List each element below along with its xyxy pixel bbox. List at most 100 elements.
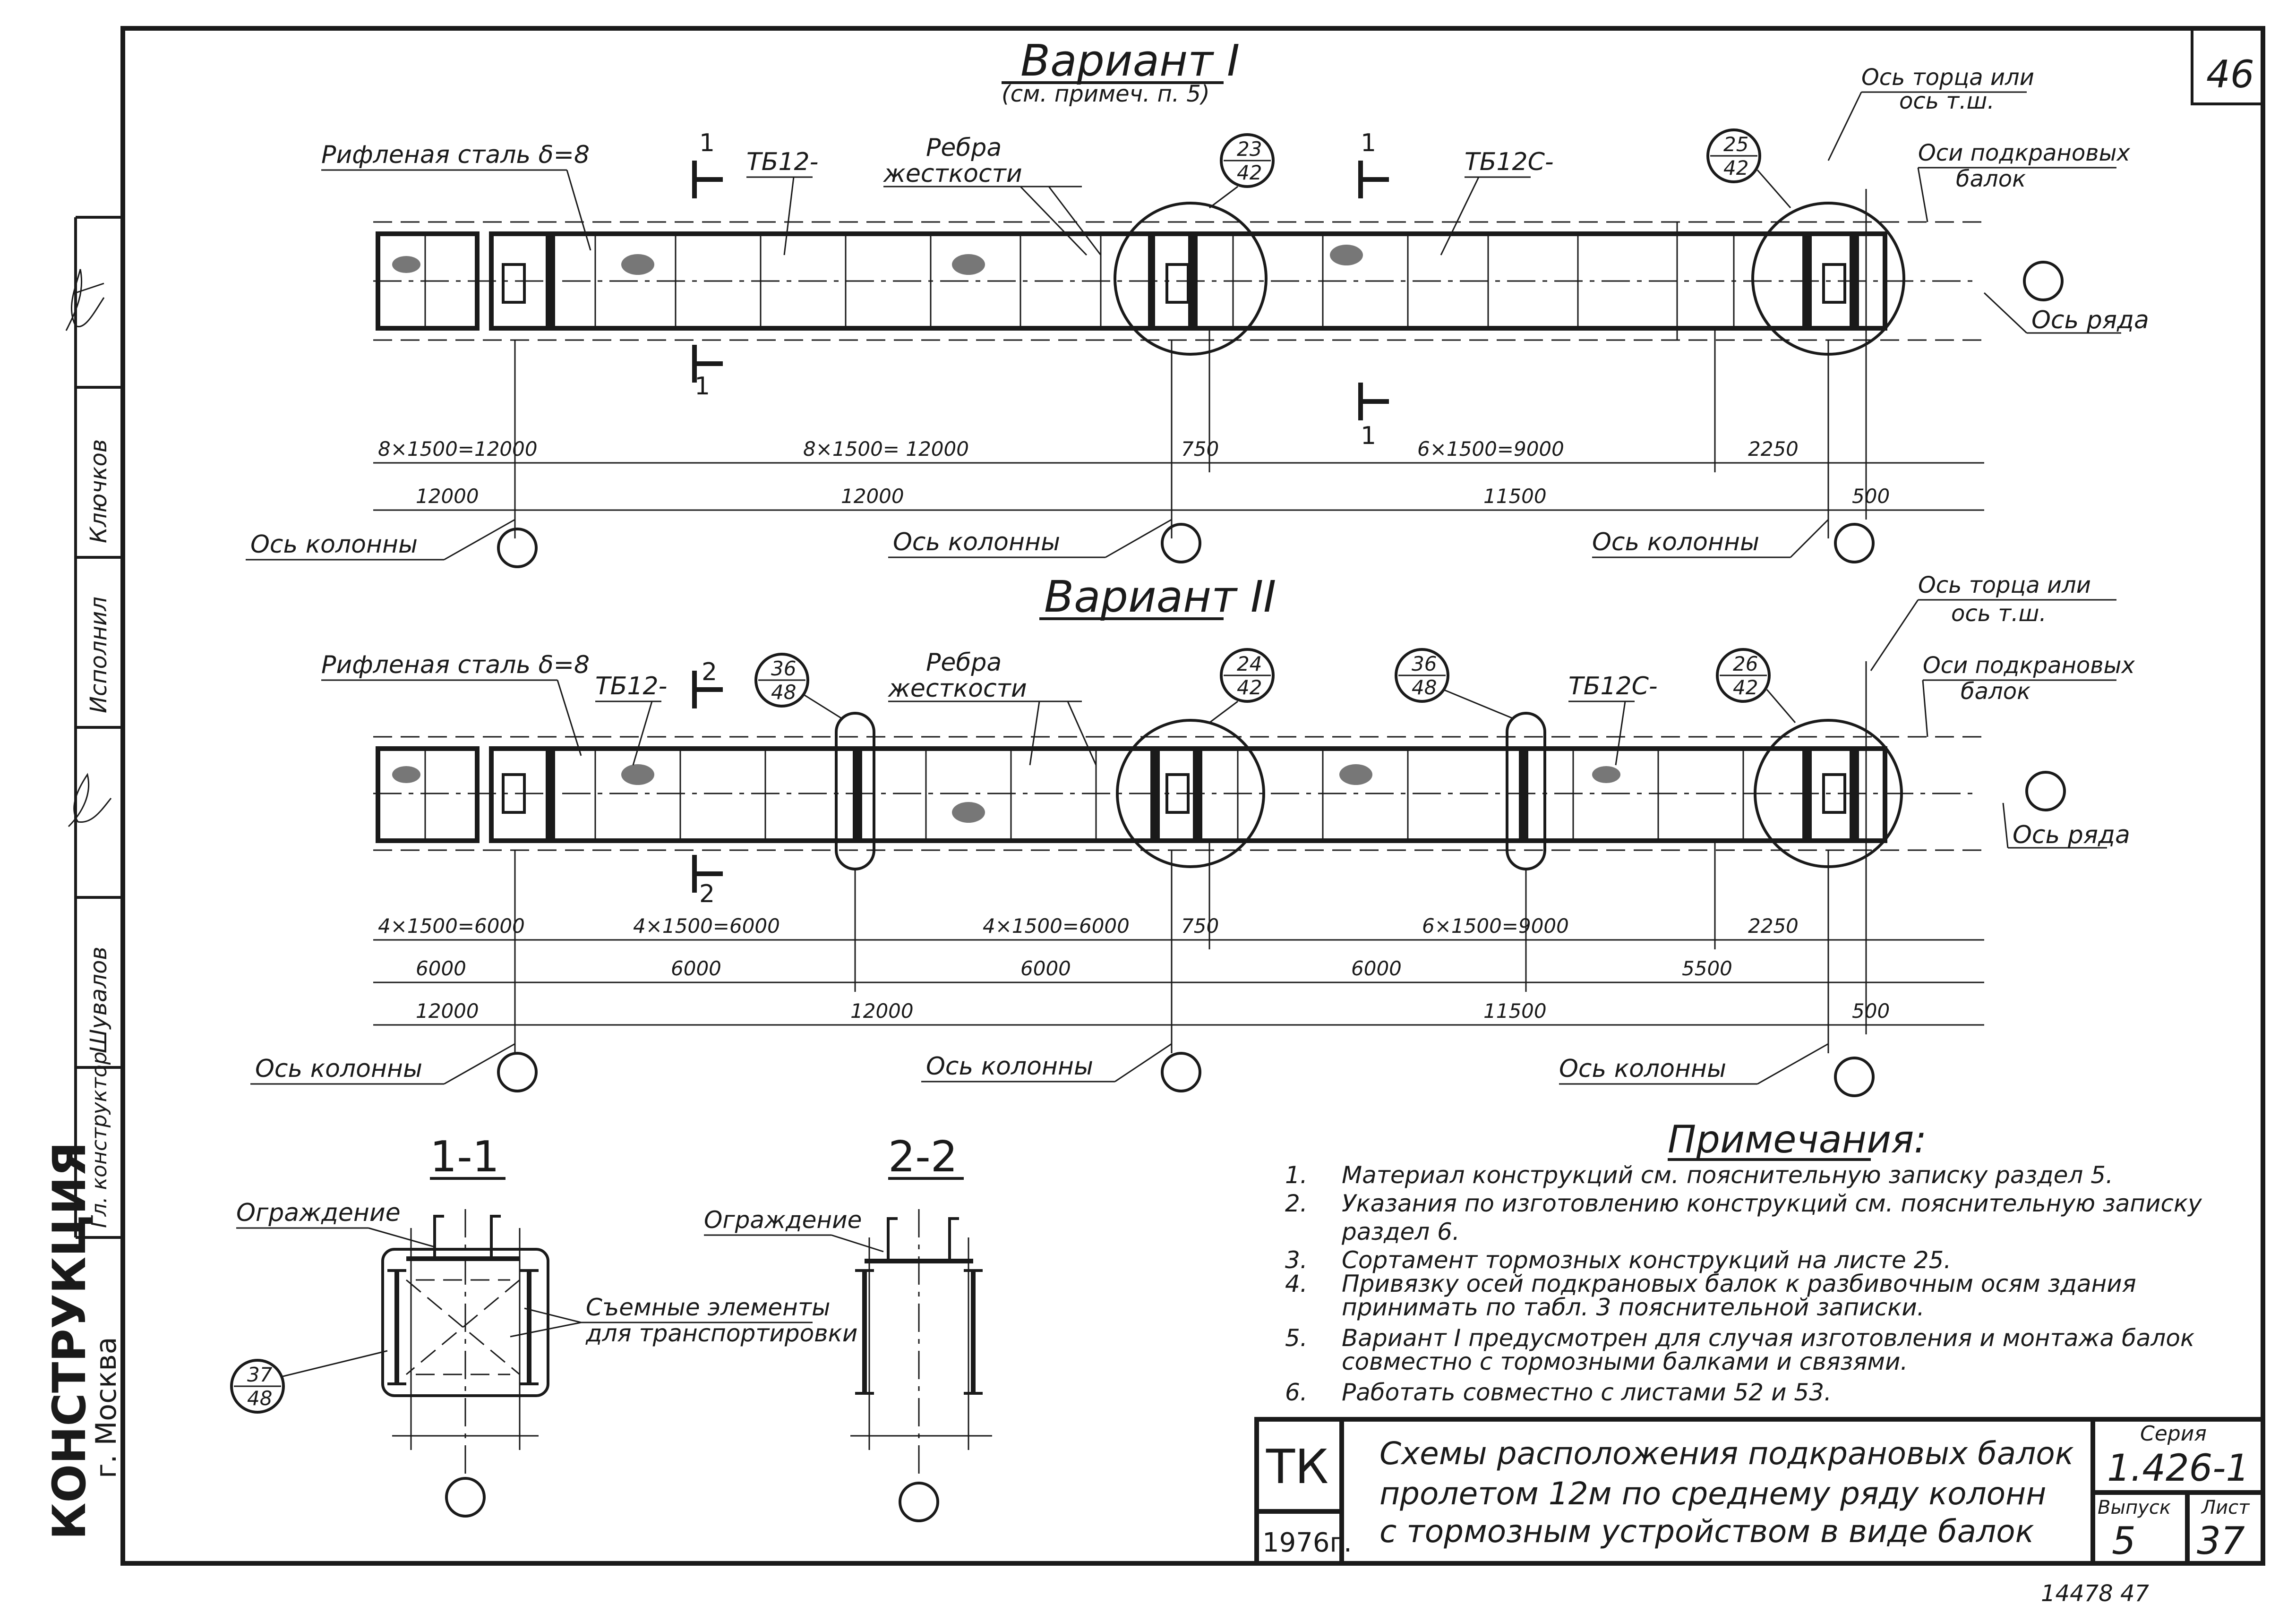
note-1-line-1: Материал конструкций см. пояснительную з… xyxy=(1342,1161,2113,1189)
stamp-name-4: Гл. конструктор xyxy=(87,1051,111,1228)
title-line-2: пролетом 12м по среднему ряду колонн xyxy=(1379,1476,2046,1512)
note-5-num: 5. xyxy=(1285,1324,1308,1352)
v1-beam-a-label: ТБ12- xyxy=(746,148,818,176)
bottom-archive-number: 14478 47 xyxy=(2041,1580,2149,1607)
note-3-line-1: Сортамент тормозных конструкций на листе… xyxy=(1342,1246,1951,1274)
v2-callout-3-bottom: 48 xyxy=(1412,676,1437,699)
v2-beam-b-label: ТБ12С- xyxy=(1568,672,1658,700)
v2-dimension-lines: 4×1500=6000 4×1500=6000 4×1500=6000 750 … xyxy=(373,661,1984,1053)
v2-beam-a-label: ТБ12- xyxy=(595,672,667,700)
section-2-2-fence-label: Ограждение xyxy=(704,1206,862,1234)
title-year: 1976г. xyxy=(1262,1527,1352,1558)
v2-callout-2: 24 42 xyxy=(1209,648,1275,724)
v1-stiffeners-2: жесткости xyxy=(883,160,1022,188)
v2-callout-4-bottom: 42 xyxy=(1733,676,1758,699)
v2-dim-1-2: 4×1500=6000 xyxy=(633,914,780,938)
v1-dimension-lines: 8×1500=12000 8×1500= 12000 750 6×1500=90… xyxy=(373,189,1984,538)
v2-callout-3-top: 36 xyxy=(1412,652,1437,675)
v2-dim-1-1: 4×1500=6000 xyxy=(378,914,525,938)
section-1-1-fence-label: Ограждение xyxy=(236,1199,401,1227)
v2-dim-2-1: 6000 xyxy=(416,957,466,980)
note-2-num: 2. xyxy=(1285,1190,1308,1217)
v1-column-axes xyxy=(246,519,1875,568)
v1-col-axis-3: Ось колонны xyxy=(1592,528,1759,556)
note-5-line-2: совместно с тормозными балками и связями… xyxy=(1342,1348,1908,1375)
v1-sec-mark-3: 1 xyxy=(1361,129,1376,157)
stamp-name-2: Исполнил xyxy=(86,597,112,713)
v2-callout-2-top: 24 xyxy=(1237,652,1262,675)
section-callout-bottom: 48 xyxy=(247,1387,272,1410)
note-3-num: 3. xyxy=(1285,1246,1308,1274)
v2-column-axes xyxy=(250,1043,1875,1097)
v1-crane-axes-1: Оси подкрановых xyxy=(1918,140,2130,166)
v1-row-axis: Ось ряда xyxy=(2031,306,2149,334)
v2-dim-3-3: 11500 xyxy=(1483,999,1547,1023)
note-1-num: 1. xyxy=(1285,1161,1308,1189)
stamp-org: КОНСТРУКЦИЯ xyxy=(43,1142,96,1540)
variant2-title-text: Вариант II xyxy=(1044,571,1276,622)
note-6-num: 6. xyxy=(1285,1379,1308,1406)
section-1-1-callout: 37 48 xyxy=(230,1350,388,1414)
v2-col-axis-1: Ось колонны xyxy=(255,1055,422,1083)
v1-end-axis-1: Ось торца или xyxy=(1861,64,2034,91)
v1-dim-1-2: 8×1500= 12000 xyxy=(803,437,969,461)
sheet-number-corner: 46 xyxy=(2206,52,2254,96)
section-2-2-drawing xyxy=(850,1209,992,1522)
issue-value: 5 xyxy=(2112,1519,2136,1563)
v1-callout-2-top: 25 xyxy=(1723,133,1748,156)
v2-crane-axes-2: балок xyxy=(1961,678,2030,705)
variant1-title-text: Вариант I xyxy=(1020,35,1240,86)
v1-stiffeners-1: Ребра xyxy=(926,134,1002,162)
signature-2 xyxy=(68,773,112,827)
v2-callout-1: 36 48 xyxy=(754,653,841,719)
v2-dim-2-5: 5500 xyxy=(1682,957,1732,980)
v1-sec-mark-4: 1 xyxy=(1361,422,1376,450)
variant2-beam-plan xyxy=(373,671,2066,893)
v2-callout-4-top: 26 xyxy=(1733,652,1758,675)
v1-dim-1-5: 2250 xyxy=(1748,437,1799,461)
v2-sec-mark-2: 2 xyxy=(699,880,715,908)
v2-dim-1-5: 6×1500=9000 xyxy=(1422,914,1569,938)
v2-callout-1-top: 36 xyxy=(771,657,796,680)
v2-row-axis: Ось ряда xyxy=(2013,821,2130,849)
title-line-1: Схемы расположения подкрановых балок xyxy=(1379,1435,2074,1472)
signature-1 xyxy=(65,269,105,331)
v2-dim-2-4: 6000 xyxy=(1351,957,1402,980)
v2-stiffeners-2: жесткости xyxy=(888,674,1027,703)
note-2-line-1: Указания по изготовлению конструкций см.… xyxy=(1342,1190,2202,1217)
issue-label: Выпуск xyxy=(2098,1497,2171,1518)
variant1-beam-plan xyxy=(373,161,2064,420)
v2-callout-1-bottom: 48 xyxy=(771,681,796,704)
v1-dim-1-4: 6×1500=9000 xyxy=(1417,437,1564,461)
series-value: 1.426-1 xyxy=(2107,1447,2249,1490)
v2-dim-3-4: 500 xyxy=(1852,999,1890,1023)
v1-dim-2-3: 11500 xyxy=(1483,485,1547,508)
v2-dim-1-6: 2250 xyxy=(1748,914,1799,938)
sheet-number-box xyxy=(2191,27,2264,105)
v2-crane-axes-1: Оси подкрановых xyxy=(1923,652,2135,679)
section-2-2-title: 2-2 xyxy=(888,1132,958,1182)
v2-stiffeners-1: Ребра xyxy=(926,648,1002,677)
v2-dim-2-3: 6000 xyxy=(1020,957,1071,980)
v2-end-axis-2: ось т.ш. xyxy=(1951,600,2047,627)
section-1-1-drawing xyxy=(381,1209,549,1518)
note-6-line-1: Работать совместно с листами 52 и 53. xyxy=(1342,1379,1832,1406)
v2-callout-2-bottom: 42 xyxy=(1237,676,1262,699)
v1-callout-2: 25 42 xyxy=(1706,128,1791,208)
section-1-1-removable-1: Съемные элементы xyxy=(586,1294,830,1321)
note-4-line-2: принимать по табл. 3 пояснительной запис… xyxy=(1342,1294,1925,1321)
v1-dim-2-1: 12000 xyxy=(416,485,479,508)
v2-callout-3: 36 48 xyxy=(1395,648,1512,719)
v2-dim-1-4: 750 xyxy=(1181,914,1219,938)
v2-end-axis-1: Ось торца или xyxy=(1918,572,2091,598)
title-line-3: с тормозным устройством в виде балок xyxy=(1379,1513,2034,1550)
v2-callout-4: 26 42 xyxy=(1716,648,1796,723)
v1-callout-1: 23 42 xyxy=(1209,133,1275,209)
note-5-line-1: Вариант I предусмотрен для случая изгото… xyxy=(1342,1324,2194,1352)
notes-block: Примечания: 1. Материал конструкций см. … xyxy=(1285,1117,2202,1406)
v1-col-axis-2: Ось колонны xyxy=(893,528,1060,556)
v1-ribbed-steel-label: Рифленая сталь δ=8 xyxy=(321,141,590,169)
v1-dim-2-4: 500 xyxy=(1852,485,1890,508)
variant2-title: Вариант II xyxy=(1039,571,1276,622)
